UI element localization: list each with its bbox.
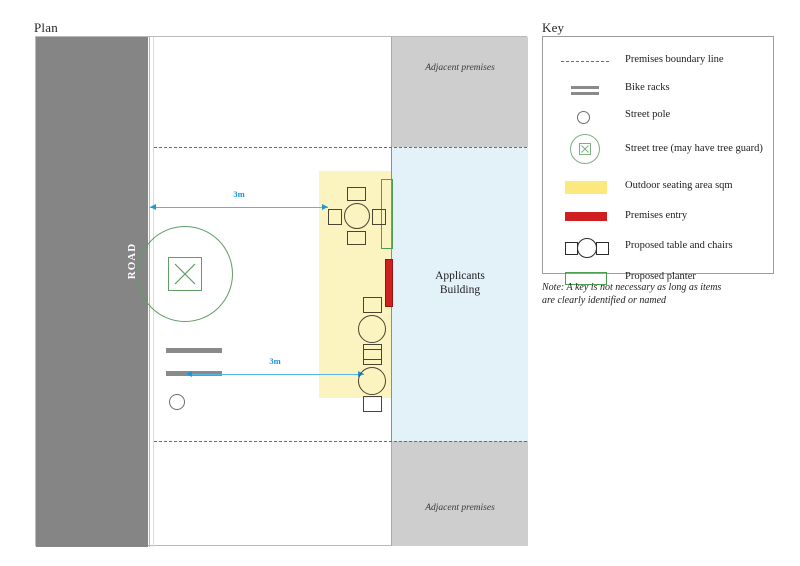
key-note: Note: A key is not necessary as long as …: [542, 281, 782, 307]
dimension-rule: [150, 207, 328, 208]
table-icon: [358, 315, 386, 343]
planter-icon: [559, 266, 611, 292]
dimension-label-lower: 3m: [269, 356, 281, 366]
proposed-table-and-chairs: [352, 349, 392, 412]
premises-entry-marker: [385, 259, 393, 307]
street-tree-guard-cross-icon: [581, 145, 589, 153]
table-icon: [358, 367, 386, 395]
premises-boundary-line-bottom: [154, 441, 527, 442]
key-item-street-pole: Street pole: [543, 104, 773, 130]
plan-figure: ROAD Adjacent premises Applicants Buildi…: [35, 36, 528, 547]
bike-racks-icon: [559, 77, 611, 103]
table-and-chairs-icon: [559, 235, 611, 261]
chair-icon: [363, 396, 382, 412]
applicants-building-area: Applicants Building: [391, 147, 528, 441]
proposed-planter: [381, 179, 393, 249]
dimension-line-lower: 3m: [186, 356, 364, 381]
key-note-line2: are clearly identified or named: [542, 295, 667, 306]
key-item-premises-entry: Premises entry: [543, 205, 773, 231]
key-item-street-tree: Street tree (may have tree guard): [543, 134, 773, 166]
key-item-table-and-chairs: Proposed table and chairs: [543, 235, 773, 261]
key-item-label: Premises boundary line: [625, 54, 724, 65]
dimension-line-upper: 3m: [150, 189, 328, 214]
key-item-proposed-planter: Proposed planter: [543, 266, 773, 292]
outdoor-seating-swatch-icon: [559, 175, 611, 201]
arrow-left-icon: [150, 203, 156, 210]
key-item-outdoor-seating-area: Outdoor seating area sqm: [543, 175, 773, 201]
street-tree-canopy: [137, 226, 233, 322]
premises-entry-swatch-icon: [559, 205, 611, 231]
arrow-right-icon: [322, 203, 328, 210]
applicants-building-label-line1: Applicants: [435, 270, 485, 282]
chair-icon: [363, 349, 382, 365]
key-legend-box: Premises boundary line Bike racks Street…: [542, 36, 774, 285]
dimension-rule: [186, 374, 364, 375]
table-icon: [344, 203, 370, 229]
adjacent-premises-top: Adjacent premises: [391, 37, 528, 147]
key-item-label: Outdoor seating area sqm: [625, 180, 733, 191]
key-item-label: Street pole: [625, 109, 671, 120]
bike-rack-icon: [166, 371, 222, 376]
arrow-left-icon: [186, 370, 192, 377]
chair-icon: [347, 187, 366, 201]
key-item-label: Bike racks: [625, 82, 670, 93]
adjacent-premises-top-label: Adjacent premises: [425, 63, 495, 73]
key-note-line1: Note: A key is not necessary as long as …: [542, 282, 722, 293]
street-pole-icon: [559, 104, 611, 130]
key-item-bike-racks: Bike racks: [543, 77, 773, 103]
adjacent-premises-bottom: Adjacent premises: [391, 441, 528, 546]
key-item-premises-boundary-line: Premises boundary line: [543, 49, 773, 75]
bike-rack-icon: [166, 348, 222, 353]
street-pole-icon: [169, 394, 185, 410]
key-item-label: Proposed table and chairs: [625, 240, 733, 251]
key-item-label: Premises entry: [625, 210, 688, 221]
street-tree-icon: [559, 134, 611, 166]
road-area: ROAD: [36, 37, 148, 547]
street-tree-guard-cross-icon: [174, 263, 196, 285]
applicants-building-label: Applicants Building: [392, 269, 528, 297]
page-title-key: Key: [542, 20, 565, 35]
chair-icon: [363, 297, 382, 313]
key-item-label: Street tree (may have tree guard): [625, 143, 763, 154]
street-tree-guard: [168, 257, 202, 291]
chair-icon: [328, 209, 342, 225]
dimension-label-upper: 3m: [233, 189, 245, 199]
street-tree-icon: [137, 226, 233, 322]
premises-boundary-line-top: [154, 147, 527, 148]
key-item-label: Proposed planter: [625, 271, 696, 282]
page-title-plan: Plan: [34, 20, 58, 35]
chair-icon: [372, 209, 386, 225]
chair-icon: [347, 231, 366, 245]
applicants-building-label-line2: Building: [439, 284, 481, 296]
adjacent-premises-bottom-label: Adjacent premises: [425, 503, 495, 513]
premises-boundary-line-icon: [559, 49, 611, 75]
proposed-table-and-chairs: [328, 187, 386, 245]
